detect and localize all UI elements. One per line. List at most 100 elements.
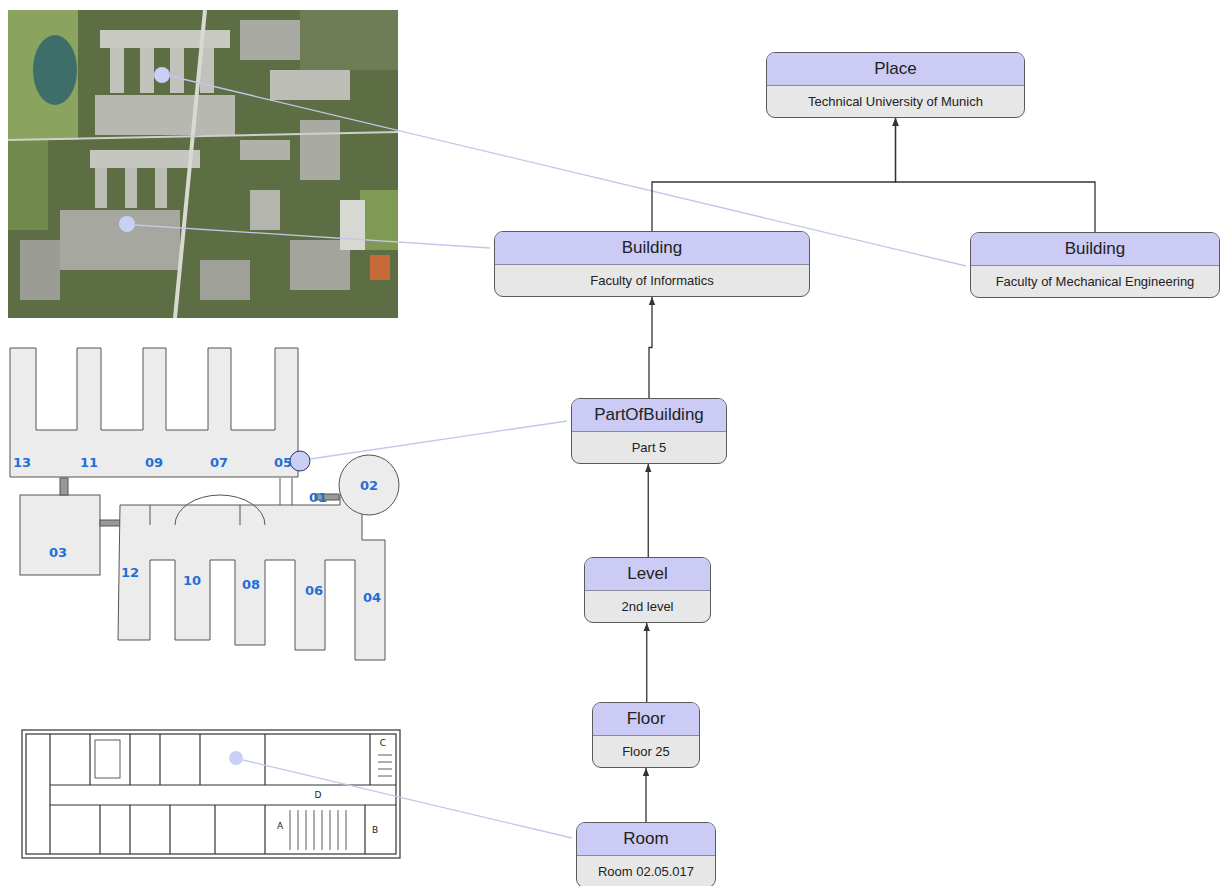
part-of-arrow <box>649 297 652 398</box>
drawing-shape <box>140 48 154 93</box>
drawing-shape <box>240 140 290 160</box>
part-number: 10 <box>183 573 201 588</box>
part-of-arrow <box>896 118 1096 232</box>
drawing-shape <box>50 804 396 805</box>
drawing-shape <box>154 67 170 83</box>
drawing-shape <box>95 168 107 208</box>
drawing-shape <box>8 10 78 140</box>
drawing-shape <box>300 120 340 180</box>
drawing-shape <box>175 10 205 318</box>
drawing-shape <box>264 805 265 854</box>
drawing-shape <box>26 734 396 854</box>
drawing-shape <box>175 495 265 525</box>
drawing-shape <box>89 734 90 785</box>
drawing-shape <box>110 48 124 93</box>
drawing-shape <box>229 751 243 765</box>
drawing-shape <box>170 48 184 93</box>
part-number: 05 <box>274 455 292 470</box>
drawing-shape <box>155 168 167 208</box>
drawing-shape <box>240 505 241 525</box>
class-name: Floor <box>593 703 699 736</box>
instance-name: Faculty of Informatics <box>495 265 809 296</box>
instance-name: Technical University of Munich <box>767 86 1024 117</box>
drawing-shape <box>159 734 160 785</box>
drawing-shape <box>264 734 265 785</box>
drawing-shape <box>60 478 68 495</box>
instance-name: Faculty of Mechanical Engineering <box>971 266 1219 297</box>
drawing-shape <box>129 734 130 785</box>
class-box: FloorFloor 25 <box>592 702 700 768</box>
drawing-shape <box>214 805 215 854</box>
drawing-shape <box>292 478 293 505</box>
drawing-shape <box>20 495 100 575</box>
drawing-shape <box>118 495 385 660</box>
drawing-shape <box>370 255 390 280</box>
part-number: 12 <box>121 565 139 580</box>
drawing-shape <box>8 132 398 140</box>
drawing-shape <box>300 10 398 70</box>
part-of-arrow <box>648 464 649 557</box>
drawing-shape <box>129 805 130 854</box>
drawing-shape <box>22 730 400 858</box>
drawing-shape <box>10 348 298 477</box>
drawing-shape <box>364 805 365 854</box>
aerial-photo <box>8 10 398 318</box>
drawing-shape <box>290 810 346 850</box>
class-box: BuildingFaculty of Informatics <box>494 231 810 297</box>
class-name: Level <box>585 558 710 591</box>
drawing-shape <box>135 225 490 248</box>
drawing-shape <box>8 10 398 318</box>
drawing-shape <box>119 216 135 232</box>
drawing-shape <box>339 455 399 515</box>
drawing-shape <box>280 478 281 505</box>
part-number: 09 <box>145 455 163 470</box>
drawing-shape <box>150 505 151 525</box>
drawing-shape <box>95 740 120 778</box>
part-number: 07 <box>210 455 228 470</box>
drawing-shape <box>33 35 77 105</box>
part-number: 02 <box>360 478 378 493</box>
building-plan <box>10 348 399 660</box>
drawing-shape <box>95 95 235 135</box>
class-box: PlaceTechnical University of Munich <box>766 52 1025 118</box>
drawing-shape <box>290 451 310 471</box>
part-of-arrow <box>652 118 896 231</box>
room-letter: D <box>315 790 322 800</box>
instance-name: 2nd level <box>585 591 710 622</box>
class-box: BuildingFaculty of Mechanical Engineerin… <box>970 232 1220 298</box>
room-letter: A <box>277 821 283 831</box>
room-plan <box>22 730 400 858</box>
class-name: Building <box>495 232 809 265</box>
drawing-shape <box>169 805 170 854</box>
drawing-shape <box>49 734 50 854</box>
class-name: Place <box>767 53 1024 86</box>
part-number: 08 <box>242 577 260 592</box>
class-box: PartOfBuildingPart 5 <box>571 398 727 464</box>
instance-name: Room 02.05.017 <box>577 856 715 886</box>
drawing-shape <box>240 20 300 60</box>
drawing-shape <box>60 210 180 270</box>
drawing-shape <box>200 260 250 300</box>
drawing-shape <box>310 421 567 459</box>
drawing-shape <box>270 70 350 100</box>
part-number: 06 <box>305 583 323 598</box>
drawing-shape <box>340 200 365 250</box>
class-name: Building <box>971 233 1219 266</box>
class-name: Room <box>577 823 715 856</box>
drawing-shape <box>8 140 48 230</box>
drawing-shape <box>250 190 280 230</box>
room-letter: B <box>372 825 378 835</box>
drawing-shape <box>378 755 392 776</box>
drawing-shape <box>125 168 137 208</box>
part-number: 04 <box>363 590 381 605</box>
leader-lines <box>135 76 966 838</box>
instance-name: Floor 25 <box>593 736 699 767</box>
class-box: Level2nd level <box>584 557 711 623</box>
part-number: 11 <box>80 455 98 470</box>
drawing-shape <box>90 150 200 168</box>
drawing-shape <box>20 240 60 300</box>
drawing-shape <box>369 734 370 785</box>
part-number: 13 <box>13 455 31 470</box>
part-number: 03 <box>49 545 67 560</box>
